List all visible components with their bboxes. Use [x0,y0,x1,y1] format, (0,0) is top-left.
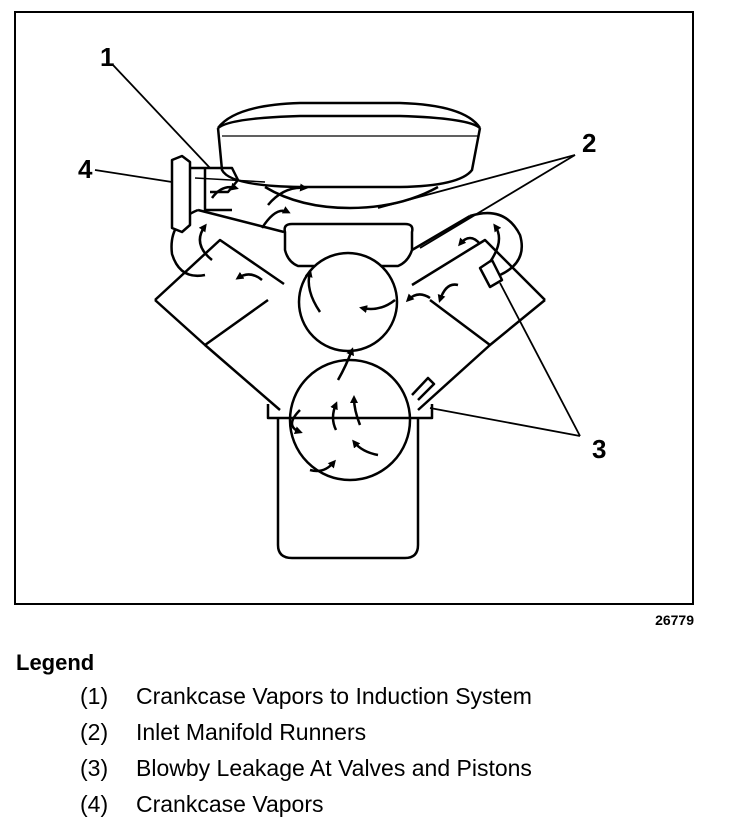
legend-item-number: (1) [80,683,109,709]
legend-item-text: Inlet Manifold Runners [136,719,367,745]
legend-item: (1) Crankcase Vapors to Induction System [80,683,532,719]
vapor-flow-arrows [198,182,502,473]
callout-leaders [94,64,581,437]
right-cylinder-bank [411,211,546,411]
legend-item-text: Blowby Leakage At Valves and Pistons [136,755,532,781]
legend-item-number: (4) [80,791,109,817]
air-cleaner [216,101,482,189]
legend-item: (3) Blowby Leakage At Valves and Pistons [80,755,532,791]
legend-item-text: Crankcase Vapors to Induction System [136,683,532,709]
callout-1: 1 [100,42,114,72]
callout-2: 2 [582,128,596,158]
legend-title: Legend [16,650,95,675]
figure-frame [14,11,694,605]
callout-3: 3 [592,434,606,464]
inlet-runner-left [197,208,285,234]
legend-item-number: (3) [80,755,109,781]
valve-detail [478,258,504,289]
legend-item: (2) Inlet Manifold Runners [80,719,532,755]
engine-diagram: 1 2 3 4 [78,42,606,560]
crankcase [266,404,434,560]
callout-4: 4 [78,154,93,184]
legend-list: (1) Crankcase Vapors to Induction System… [80,683,532,827]
legend-item: (4) Crankcase Vapors [80,791,532,827]
legend-item-text: Crankcase Vapors [136,791,324,817]
legend-item-number: (2) [80,719,109,745]
left-cylinder-bank [154,208,285,411]
crankshaft-circle [288,358,412,482]
figure-number: 26779 [655,612,694,628]
inlet-runner-right [411,214,471,252]
dipstick [411,376,436,401]
pcv-breather [170,154,266,234]
